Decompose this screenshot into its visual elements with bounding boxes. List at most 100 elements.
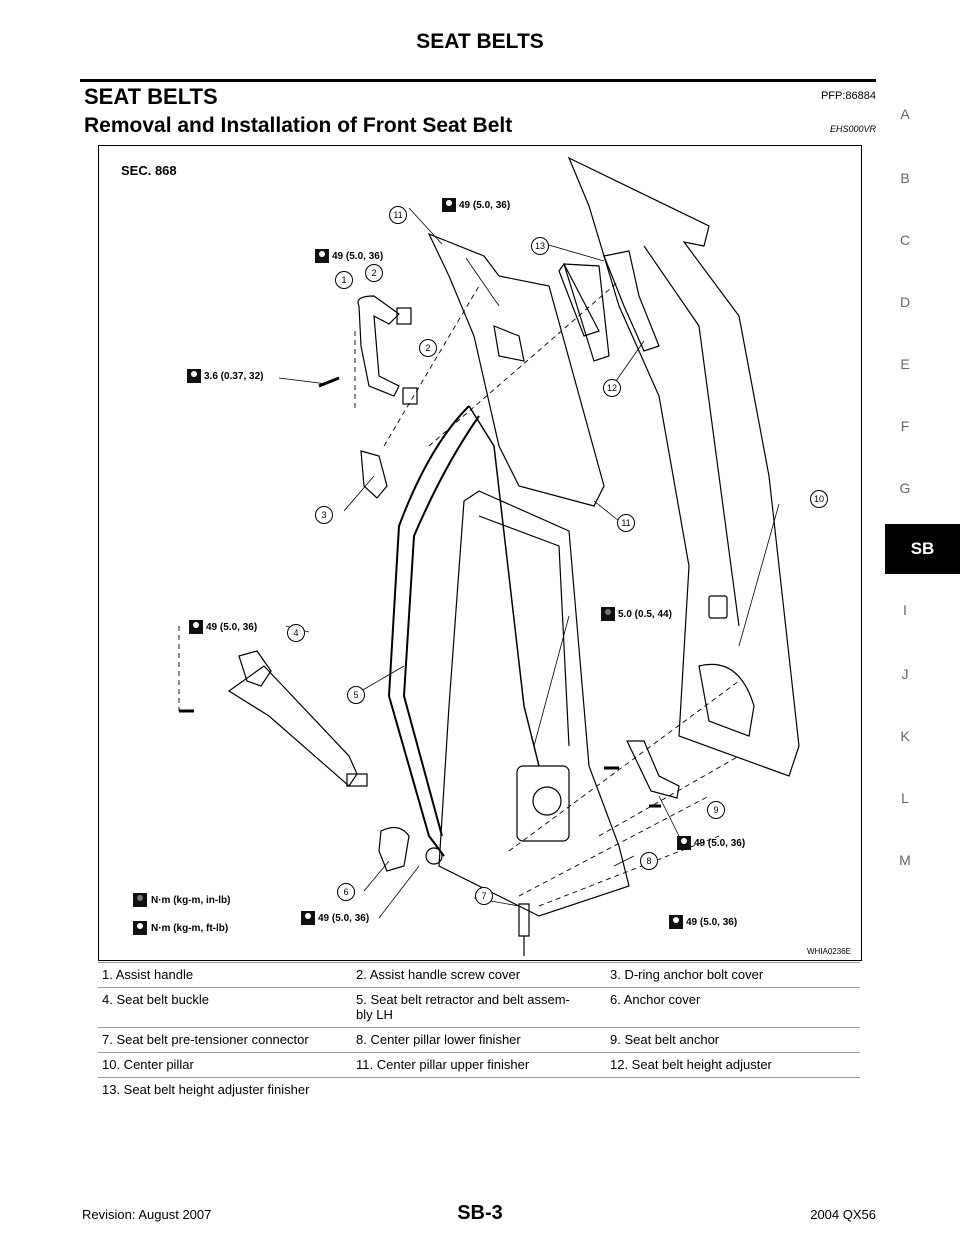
callout-11: 11 — [389, 206, 407, 224]
lower-finisher — [438, 490, 630, 917]
index-letter-l[interactable]: L — [901, 790, 909, 806]
torque-wrench-icon — [133, 921, 147, 935]
exploded-diagram: SEC. 868 49 (5.0, 36) 49 (5.0, 36) 3.6 (… — [98, 145, 862, 961]
unit-ftlb: N·m (kg-m, ft-lb) — [151, 922, 229, 934]
torque-value: 49 (5.0, 36) — [459, 199, 511, 211]
torque-wrench-icon — [315, 249, 329, 263]
index-letter-k[interactable]: K — [900, 728, 910, 744]
legend-item: 4. Seat belt buckle — [98, 987, 352, 1028]
index-letter-i[interactable]: I — [903, 602, 907, 618]
legend-item: 8. Center pillar lower finisher — [352, 1027, 606, 1053]
torque-wrench-icon — [601, 607, 615, 621]
torque-spec: 49 (5.0, 36) — [442, 198, 510, 212]
callout-5: 5 — [347, 686, 365, 704]
index-letter-e[interactable]: E — [900, 356, 910, 372]
table-row: 10. Center pillar 11. Center pillar uppe… — [98, 1052, 860, 1078]
torque-spec: 49 (5.0, 36) — [301, 911, 369, 925]
table-row: 4. Seat belt buckle 5. Seat belt retract… — [98, 987, 860, 1028]
figure-id: WHIA0236E — [806, 947, 851, 956]
torque-spec: 49 (5.0, 36) — [677, 836, 745, 850]
torque-spec: 49 (5.0, 36) — [189, 620, 257, 634]
retractor — [516, 765, 570, 842]
callout-8: 8 — [640, 852, 658, 870]
index-letter-b[interactable]: B — [900, 170, 910, 186]
legend-item: 1. Assist handle — [98, 962, 352, 988]
d-ring-cover — [360, 450, 388, 499]
torque-spec: 3.6 (0.37, 32) — [187, 369, 263, 383]
section-title: SEAT BELTS — [84, 84, 218, 109]
legend-item — [606, 1077, 860, 1102]
seat-belt-anchor — [626, 740, 680, 799]
torque-value: 49 (5.0, 36) — [686, 916, 738, 928]
section-code: PFP:86884 — [820, 90, 876, 102]
index-letter-j[interactable]: J — [901, 666, 909, 682]
index-letter-m[interactable]: M — [899, 852, 911, 868]
callout-1: 1 — [335, 271, 353, 289]
callout-3: 3 — [315, 506, 333, 524]
upper-finisher — [427, 232, 605, 507]
legend-item: 12. Seat belt height adjuster — [606, 1052, 860, 1078]
callout-6: 6 — [337, 883, 355, 901]
side-index: A B C D E F G SB I J K L M — [885, 0, 960, 1242]
table-row: 7. Seat belt pre-tensioner connector 8. … — [98, 1027, 860, 1053]
table-row: 13. Seat belt height adjuster finisher — [98, 1077, 860, 1102]
index-letter-a[interactable]: A — [900, 106, 910, 122]
parts-legend: 1. Assist handle 2. Assist handle screw … — [98, 962, 860, 1102]
index-letter-f[interactable]: F — [900, 418, 910, 434]
diagram-drawing — [178, 156, 800, 956]
index-letter-sb[interactable]: SB — [885, 524, 960, 574]
legend-item: 3. D-ring anchor bolt cover — [606, 962, 860, 988]
callout-13: 13 — [531, 237, 549, 255]
torque-wrench-icon — [189, 620, 203, 634]
header-rule — [80, 79, 876, 82]
legend-item: 5. Seat belt retractor and belt assem- b… — [352, 987, 606, 1028]
torque-value: 49 (5.0, 36) — [332, 250, 384, 262]
legend-item — [352, 1077, 606, 1102]
torque-spec: 49 (5.0, 36) — [315, 249, 383, 263]
seat-belt — [387, 405, 470, 857]
callout-2: 2 — [365, 264, 383, 282]
unit-inlb: N·m (kg-m, in-lb) — [151, 894, 231, 906]
unit-legend-inlb: N·m (kg-m, in-lb) — [133, 893, 230, 907]
legend-item: 13. Seat belt height adjuster finisher — [98, 1077, 352, 1102]
index-letter-g[interactable]: G — [899, 480, 911, 496]
callout-7: 7 — [475, 887, 493, 905]
callout-12: 12 — [603, 379, 621, 397]
pretensioner-connector — [518, 903, 530, 937]
callout-11: 11 — [617, 514, 635, 532]
torque-wrench-icon — [301, 911, 315, 925]
section-number: SEC. 868 — [121, 163, 177, 178]
torque-value: 3.6 (0.37, 32) — [204, 370, 264, 382]
seat-belt-buckle — [238, 650, 272, 687]
height-adjuster — [603, 250, 660, 352]
footer-model: 2004 QX56 — [810, 1207, 876, 1222]
subsection-title: Removal and Installation of Front Seat B… — [84, 114, 513, 137]
footer-page-number: SB-3 — [457, 1202, 503, 1224]
callout-10: 10 — [810, 490, 828, 508]
torque-spec: 49 (5.0, 36) — [669, 915, 737, 929]
torque-wrench-icon — [442, 198, 456, 212]
legend-item: 10. Center pillar — [98, 1052, 352, 1078]
legend-item: 6. Anchor cover — [606, 987, 860, 1028]
table-row: 1. Assist handle 2. Assist handle screw … — [98, 962, 860, 988]
legend-item: 11. Center pillar upper finisher — [352, 1052, 606, 1078]
torque-value: 49 (5.0, 36) — [318, 912, 370, 924]
legend-item: 9. Seat belt anchor — [606, 1027, 860, 1053]
torque-wrench-icon — [669, 915, 683, 929]
callout-4: 4 — [287, 624, 305, 642]
torque-wrench-icon — [677, 836, 691, 850]
callout-2: 2 — [419, 339, 437, 357]
index-letter-c[interactable]: C — [899, 232, 911, 248]
subsection-code: EHS000VR — [829, 124, 876, 134]
footer-revision: Revision: August 2007 — [82, 1207, 212, 1222]
center-pillar — [567, 156, 800, 777]
legend-item: 2. Assist handle screw cover — [352, 962, 606, 988]
torque-value: 5.0 (0.5, 44) — [618, 608, 672, 620]
torque-spec: 5.0 (0.5, 44) — [601, 607, 672, 621]
torque-wrench-icon — [187, 369, 201, 383]
assist-handle — [357, 295, 400, 397]
legend-item: 7. Seat belt pre-tensioner connector — [98, 1027, 352, 1053]
torque-value: 49 (5.0, 36) — [694, 837, 746, 849]
index-letter-d[interactable]: D — [899, 294, 911, 310]
torque-value: 49 (5.0, 36) — [206, 621, 258, 633]
